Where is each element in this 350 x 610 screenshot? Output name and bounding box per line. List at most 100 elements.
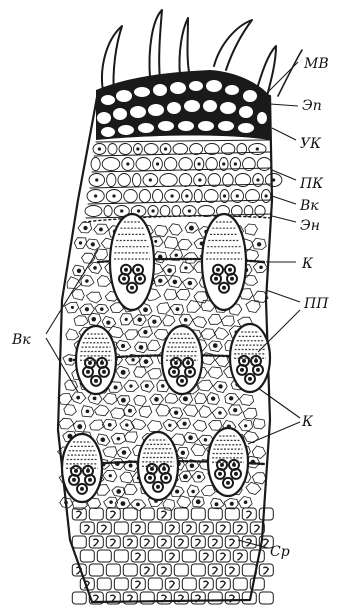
cell-nucleus — [109, 500, 113, 504]
vessel-lumen — [256, 368, 260, 372]
label-sr: Ср — [270, 544, 290, 560]
storage-cell — [165, 550, 179, 562]
starch-grain — [135, 581, 140, 588]
cortex-cell — [194, 190, 202, 203]
storage-cell — [123, 536, 137, 548]
starch-grain — [127, 539, 132, 546]
storage-cell — [191, 536, 205, 548]
starch-grain — [263, 567, 268, 574]
cell-nucleus — [139, 345, 144, 350]
starch-grain — [237, 553, 242, 560]
starch-grain — [254, 525, 259, 532]
starch-grain — [212, 567, 217, 574]
vessel-lumen — [94, 379, 98, 383]
cortex-cell — [160, 206, 170, 217]
cortex-cell — [91, 158, 100, 171]
cell-nucleus — [109, 474, 112, 477]
label-pk: ПК — [299, 176, 324, 192]
storage-cell — [140, 536, 154, 548]
vessel-lumen — [242, 359, 246, 363]
storage-cell — [148, 522, 162, 534]
vessel-lumen — [164, 476, 168, 480]
cell-nucleus — [137, 209, 140, 212]
cell-nucleus — [122, 450, 127, 455]
cell-nucleus — [112, 194, 115, 197]
parenchyma-cell — [97, 276, 110, 287]
cell-nucleus — [188, 209, 191, 212]
label-vk-left: Вк — [11, 332, 31, 348]
parenchyma-cell — [215, 328, 229, 340]
storage-cell — [140, 564, 154, 576]
label-vk-right: Вк — [299, 198, 319, 214]
cell-nucleus — [117, 437, 121, 441]
starch-grain — [144, 539, 149, 546]
cell-nucleus — [164, 147, 167, 150]
storage-cell — [242, 508, 256, 520]
vessel-lumen — [86, 370, 90, 374]
vessel-lumen — [216, 268, 220, 272]
starch-grain — [186, 525, 191, 532]
starch-grain — [203, 525, 208, 532]
cell-nucleus — [188, 281, 192, 285]
starch-grain — [161, 511, 166, 518]
storage-cell — [259, 564, 273, 576]
cell-nucleus — [222, 162, 225, 165]
storage-cell — [208, 508, 222, 520]
vessel-lumen — [74, 469, 78, 473]
cortex-cell — [102, 158, 120, 171]
storage-cell — [208, 564, 222, 576]
parenchyma-cell — [165, 393, 178, 403]
vessel-lumen — [218, 472, 222, 476]
vessel-lumen — [102, 370, 106, 374]
cell-nucleus — [197, 162, 200, 165]
storage-cell — [114, 550, 128, 562]
parenchyma-cell — [59, 418, 74, 429]
cell-nucleus — [121, 344, 125, 348]
cell-nucleus — [234, 162, 237, 165]
storage-cell — [225, 592, 239, 604]
storage-cell — [72, 536, 86, 548]
cell-nucleus — [77, 269, 81, 273]
parenchyma-cell — [124, 484, 137, 494]
vessel-lumen — [122, 277, 126, 281]
storage-cell — [123, 508, 137, 520]
parenchyma-cell — [72, 290, 84, 301]
cortex-cell — [206, 158, 218, 171]
parenchyma-cell — [244, 431, 259, 443]
storage-cell — [174, 564, 188, 576]
vessel-lumen — [230, 277, 234, 281]
storage-cell — [123, 564, 137, 576]
cell-nucleus — [176, 307, 180, 311]
storage-cell — [216, 550, 230, 562]
vessel-lumen — [124, 268, 128, 272]
storage-cell — [199, 522, 213, 534]
storage-cell — [165, 522, 179, 534]
vessel-lumen — [226, 481, 230, 485]
storage-cell — [131, 522, 145, 534]
vessel-lumen — [234, 472, 238, 476]
cell-nucleus — [93, 266, 97, 270]
starch-grain — [178, 539, 183, 546]
parenchyma-cell — [134, 395, 147, 406]
vessel-lumen — [220, 463, 224, 467]
storage-cell — [174, 508, 188, 520]
cell-nucleus — [256, 178, 259, 181]
storage-cell — [89, 536, 103, 548]
cell-nucleus — [204, 438, 207, 441]
vessel-lumen — [130, 286, 134, 290]
cortex-cell — [132, 174, 140, 187]
cell-nucleus — [215, 502, 219, 506]
storage-cell — [182, 550, 196, 562]
parenchyma-cell — [208, 315, 222, 325]
parenchyma-cell — [139, 406, 152, 417]
cell-nucleus — [79, 241, 82, 244]
storage-cell — [233, 550, 247, 562]
cell-nucleus — [77, 424, 82, 429]
cortex-cell — [104, 206, 112, 217]
cell-nucleus — [171, 194, 174, 197]
cortex-cell — [172, 206, 181, 217]
cortex-cell — [198, 206, 214, 217]
parenchyma-cell — [240, 394, 254, 405]
parenchyma-cell — [134, 367, 147, 378]
